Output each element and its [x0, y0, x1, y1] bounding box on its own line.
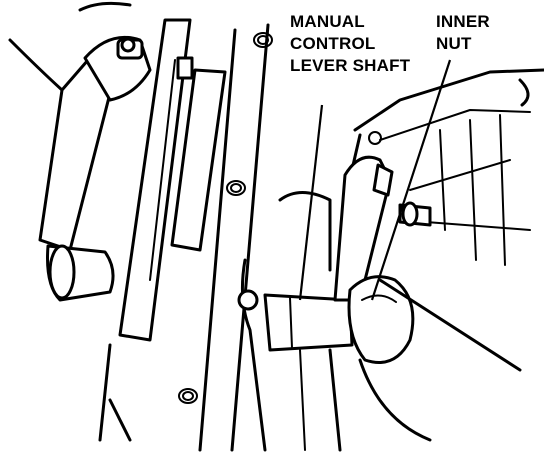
housing-edge-left	[8, 38, 67, 112]
detent-bolt-head	[401, 201, 419, 227]
lever-plate-edge	[149, 59, 176, 281]
clip-pin-head	[120, 37, 136, 53]
callout-line-1: MANUAL	[290, 12, 365, 31]
plate-rear-block	[170, 68, 227, 252]
leader-inner-nut	[370, 59, 452, 301]
shaft-collar-line	[289, 297, 293, 349]
bolt-hole-middle	[226, 180, 246, 196]
case-bottom-curve	[358, 358, 432, 442]
case-bottom-rib	[299, 349, 306, 451]
leader-shaft	[298, 104, 324, 301]
linkage-arm	[38, 58, 120, 252]
callout-line-3: LEVER SHAFT	[290, 56, 411, 75]
case-rib-3	[499, 114, 506, 266]
lower-left-edge	[108, 398, 132, 442]
callout-line-2: CONTROL	[290, 34, 375, 53]
case-top-edge	[353, 68, 544, 132]
case-corner	[518, 78, 530, 107]
flange-left-edge	[198, 28, 237, 452]
flange-right-edge	[230, 23, 270, 452]
case-rib-cross	[409, 159, 511, 191]
callout-manual-control-lever-shaft: MANUAL CONTROL LEVER SHAFT	[290, 12, 411, 301]
case-boss	[368, 131, 382, 145]
housing-top-edge	[78, 1, 132, 12]
outer-lever-assembly	[8, 1, 227, 442]
case-bottom-wall	[328, 348, 342, 452]
inner-nut-facet	[361, 294, 397, 303]
plate-rivet	[176, 56, 194, 80]
manual-control-lever-shaft	[263, 293, 354, 352]
case-rib-2	[469, 119, 477, 261]
transmission-case	[237, 68, 544, 452]
lever-plate	[118, 18, 192, 342]
lower-left-rail	[98, 343, 112, 442]
bolt-hole-top	[253, 32, 273, 48]
case-flange	[178, 23, 273, 452]
inner-lever-arm	[333, 155, 392, 302]
callout-line-2: NUT	[436, 34, 472, 53]
case-lower-edge	[378, 278, 522, 372]
bolt-hole-bottom	[178, 388, 198, 404]
inner-nut	[347, 275, 415, 364]
case-inner-edge	[379, 109, 531, 141]
bushing-face	[48, 244, 76, 300]
inner-lever-tab	[372, 163, 394, 197]
shaft-boss-top	[278, 191, 332, 272]
callout-inner-nut: INNER NUT	[370, 12, 490, 301]
shaft-boss-pin	[237, 289, 259, 311]
callout-line-1: INNER	[436, 12, 490, 31]
